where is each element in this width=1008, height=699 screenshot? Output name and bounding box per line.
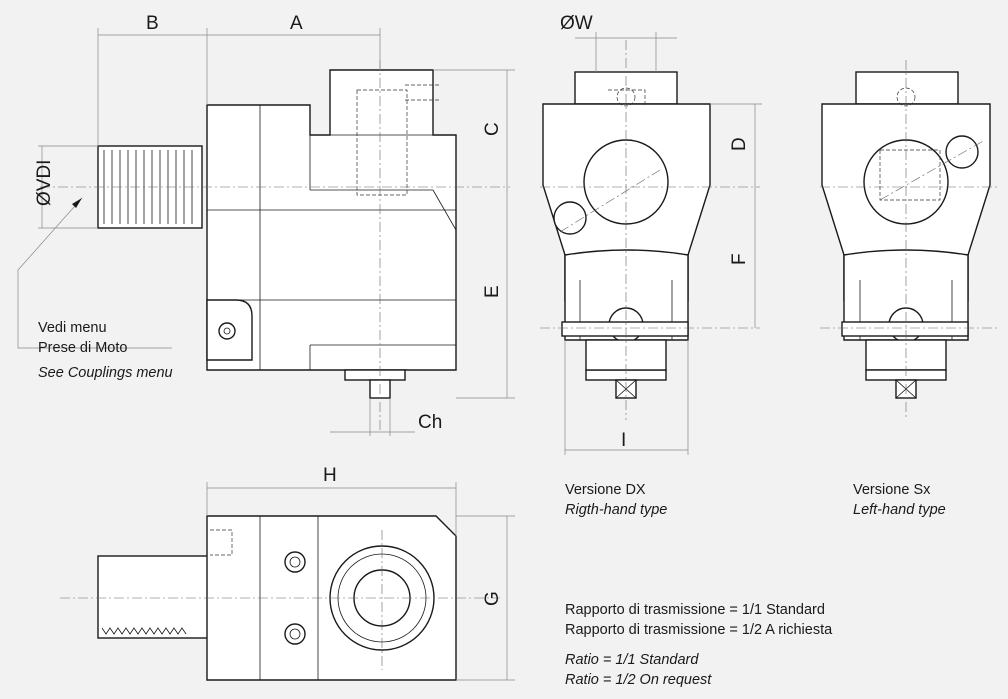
top-screw-1-icon xyxy=(284,551,306,573)
dim-label-b: B xyxy=(146,13,159,34)
version-sx-it: Versione Sx xyxy=(853,482,931,498)
bottom-nut xyxy=(344,369,406,381)
top-screw-2-icon xyxy=(284,623,306,645)
front-view-dx: ØW D F I xyxy=(540,13,762,455)
bracket-screw-icon xyxy=(218,322,236,340)
ratio-en-line2: Ratio = 1/2 On request xyxy=(565,672,712,688)
ratio-it-line1: Rapporto di trasmissione = 1/1 Standard xyxy=(565,602,825,618)
dim-label-e: E xyxy=(482,285,503,298)
ratio-it-line2: Rapporto di trasmissione = 1/2 A richies… xyxy=(565,622,833,638)
dim-label-vdi: ØVDI xyxy=(34,160,55,206)
dim-label-d: D xyxy=(729,137,750,151)
version-dx-it: Versione DX xyxy=(565,482,646,498)
coupling-note-line3: See Couplings menu xyxy=(38,365,173,381)
dim-label-w: ØW xyxy=(560,13,593,34)
top-shank xyxy=(97,555,209,639)
front-view-sx xyxy=(820,60,1000,420)
ratio-en-line1: Ratio = 1/1 Standard xyxy=(565,652,699,668)
dim-label-g: G xyxy=(482,591,503,606)
dx-cross-pin xyxy=(561,321,689,337)
top-view: H G xyxy=(60,465,515,681)
dim-label-h: H xyxy=(323,465,337,486)
sx-cross-pin xyxy=(841,321,969,337)
dim-label-i: I xyxy=(621,430,626,451)
dim-label-f: F xyxy=(729,253,750,265)
side-view: B A C E ØVDI Ch xyxy=(17,13,515,436)
coupling-leader xyxy=(17,197,172,349)
version-sx-en: Left-hand type xyxy=(853,502,946,518)
dim-label-ch: Ch xyxy=(418,412,442,433)
dx-lower-block xyxy=(564,249,689,341)
dim-label-a: A xyxy=(290,13,303,34)
version-dx-en: Rigth-hand type xyxy=(565,502,667,518)
dx-offset-bore xyxy=(553,201,587,235)
coupling-note-line1: Vedi menu xyxy=(38,320,107,336)
sx-offset-bore xyxy=(945,135,979,169)
dim-label-c: C xyxy=(482,122,503,136)
coupling-note-line2: Prese di Moto xyxy=(38,340,127,356)
